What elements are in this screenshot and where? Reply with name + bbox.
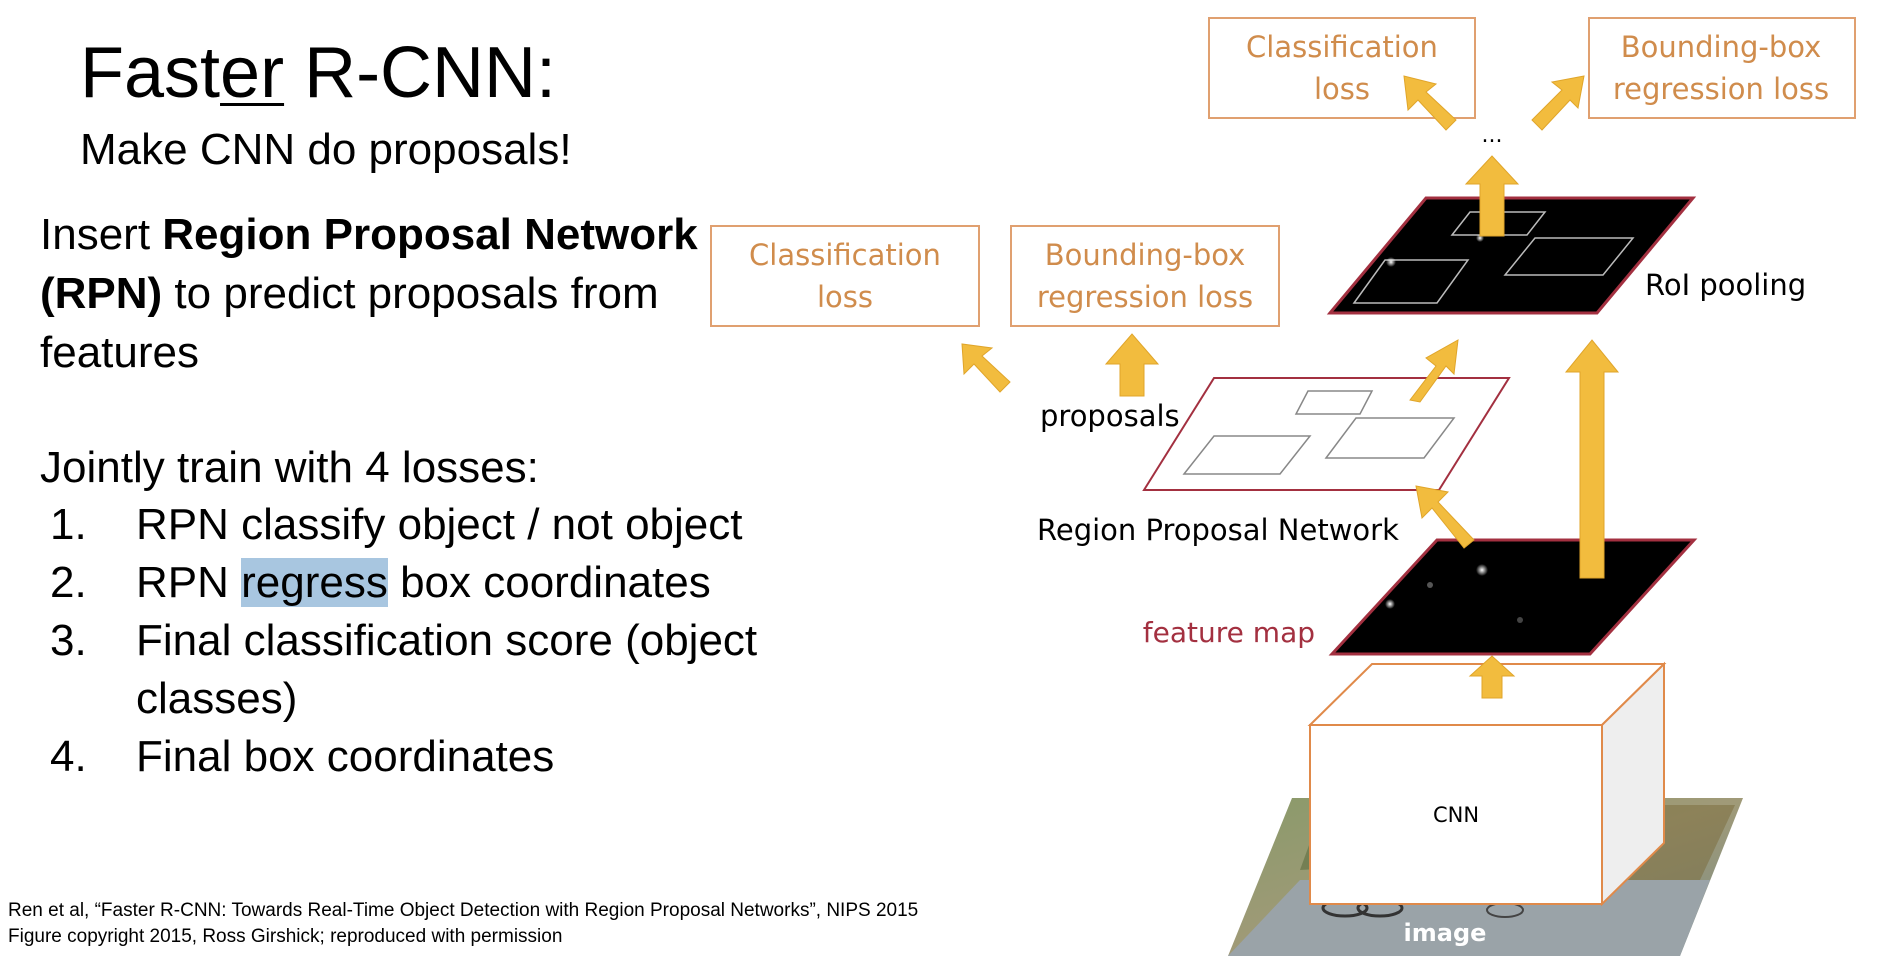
roi-pooling-label: RoI pooling: [1645, 268, 1806, 302]
loss-text: Final box coordinates: [136, 732, 555, 781]
roi-pooling-map: [1326, 196, 1697, 315]
loss-text: RPN classify object / not object: [136, 500, 743, 549]
arrow-cnn-to-feature-map: [1468, 655, 1516, 699]
arrow-feature-map-to-roi: [1564, 339, 1620, 579]
loss-text-pre: RPN: [136, 558, 242, 607]
loss-number: 3.: [50, 616, 87, 665]
rpn-classification-loss-box: [710, 225, 980, 327]
losses-heading: Jointly train with 4 losses:: [40, 443, 539, 492]
loss-item-1: 1. RPN classify object / not object: [40, 496, 742, 554]
citation-line-2: Figure copyright 2015, Ross Girshick; re…: [8, 926, 563, 947]
top-bbox-loss-line1: Bounding-box: [1621, 30, 1822, 64]
loss-item-3: 3. Final classification score (object: [40, 612, 757, 670]
loss-item-2: 2. RPN regress box coordinates: [40, 554, 711, 612]
rpn-bbox-loss-box: [1010, 225, 1280, 327]
ellipsis: ...: [1482, 123, 1503, 148]
feature-map-label: feature map: [1143, 616, 1315, 649]
top-bbox-loss-line2: regression loss: [1613, 72, 1829, 106]
loss-number: 2.: [50, 558, 87, 607]
title-underlined: er: [220, 33, 285, 113]
arrow-ellipsis-to-top-bbox-loss: [1531, 75, 1585, 131]
loss-number: 1.: [50, 500, 87, 549]
rpn-classification-loss-line2: loss: [817, 280, 873, 314]
rpn-description: Insert Region Proposal Network (RPN) to …: [40, 205, 720, 382]
arrow-feature-map-to-rpn: [1415, 485, 1475, 549]
arrow-roi-to-ellipsis: [1464, 155, 1520, 237]
slide-title: Faster R-CNN:: [80, 28, 556, 118]
loss-text: Final classification score (object: [136, 616, 758, 665]
loss-number: 4.: [50, 732, 87, 781]
proposal-plane: [1142, 377, 1511, 491]
arrow-proposals-to-roi: [1409, 339, 1459, 403]
proposals-label: proposals: [1040, 399, 1180, 433]
arrow-proposals-to-rpn-bbox-loss: [1104, 333, 1160, 397]
citation: Ren et al, “Faster R-CNN: Towards Real-T…: [8, 898, 918, 950]
top-classification-loss-line2: loss: [1314, 72, 1370, 106]
loss-text: classes): [136, 674, 298, 723]
loss-item-4: 4. Final box coordinates: [40, 728, 554, 786]
feature-map: [1328, 538, 1698, 656]
slide-subtitle: Make CNN do proposals!: [80, 125, 572, 174]
image-label: image: [1404, 919, 1487, 947]
rpn-bbox-loss-line1: Bounding-box: [1045, 238, 1246, 272]
title-part-1: Fast: [80, 33, 221, 113]
arrow-ellipsis-to-top-cls-loss: [1403, 75, 1457, 131]
rpn-description-pre: Insert: [40, 210, 163, 259]
loss-item-3-continuation: classes): [40, 670, 297, 728]
loss-text-post: box coordinates: [387, 558, 711, 607]
top-classification-loss-line1: Classification: [1246, 30, 1438, 64]
cnn-label: CNN: [1433, 803, 1479, 827]
title-part-2: R-CNN:: [284, 33, 557, 113]
highlighted-word: regress: [241, 558, 388, 607]
arrows: [961, 75, 1620, 699]
rpn-label: Region Proposal Network: [1037, 513, 1399, 547]
rpn-classification-loss-line1: Classification: [749, 238, 941, 272]
cnn-block: [1307, 661, 1667, 907]
rpn-description-post: to predict proposals from features: [40, 269, 659, 377]
rpn-bbox-loss-line2: regression loss: [1037, 280, 1253, 314]
arrow-proposals-to-rpn-cls-loss: [961, 343, 1011, 393]
top-bbox-loss-box: [1588, 17, 1856, 119]
rpn-description-bold: Region Proposal Network (RPN): [40, 210, 698, 318]
top-classification-loss-box: [1208, 17, 1476, 119]
citation-line-1: Ren et al, “Faster R-CNN: Towards Real-T…: [8, 900, 919, 921]
